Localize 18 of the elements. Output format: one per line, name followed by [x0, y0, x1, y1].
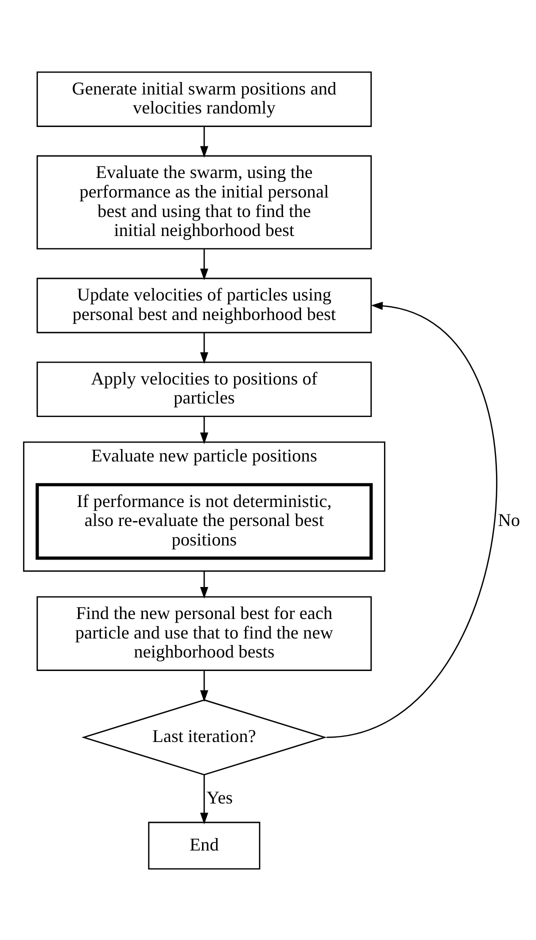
- arrow: [200, 570, 208, 598]
- arrow: [326, 301, 498, 738]
- arrow: [200, 248, 208, 280]
- node-box: Update velocities of particles using personal best and neighborhood best: [36, 277, 372, 333]
- node-box: Evaluate the swarm, using the performance as the initial personal best and using that to find the initial neighborhood best: [36, 154, 372, 249]
- edge-label: Yes: [206, 786, 233, 807]
- arrow: [200, 416, 208, 444]
- arrow: [200, 774, 208, 824]
- node-box: If performance is not deterministic, also re-evaluate the personal best positions: [36, 482, 373, 560]
- edge-label: No: [498, 510, 520, 530]
- arrow: [200, 126, 208, 158]
- node-diamond: Last iteration?: [81, 698, 327, 775]
- arrow: [200, 670, 208, 702]
- node-box: Generate initial swarm positions and velocities randomly: [36, 71, 372, 126]
- arrow: [200, 332, 208, 364]
- node-box: Apply velocities to positions of particles: [36, 361, 372, 416]
- node-box: End: [148, 821, 260, 869]
- node-box: Find the new personal best for each particle and use that to find the new neighborhood bests: [36, 596, 372, 670]
